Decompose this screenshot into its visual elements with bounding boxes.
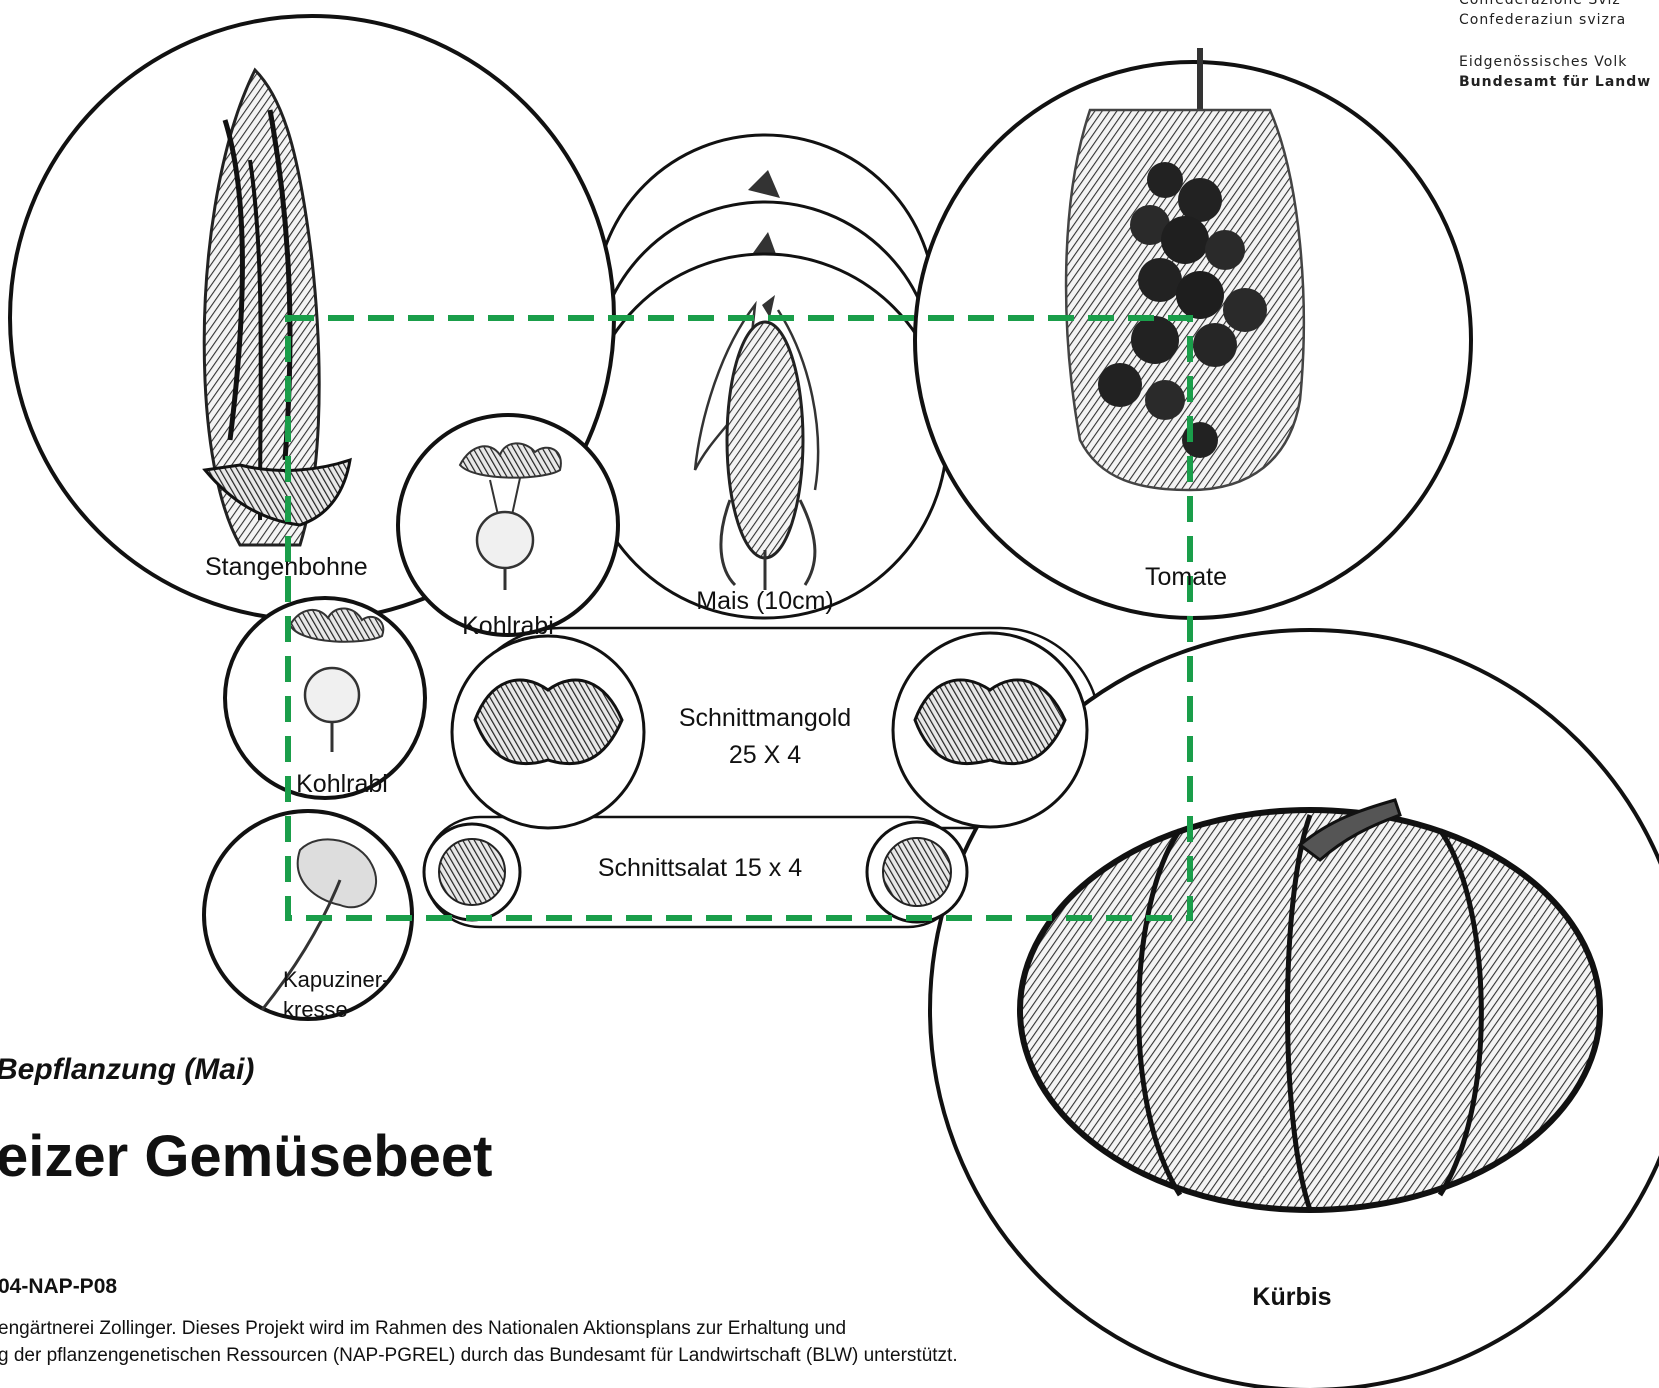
kohlrabi-left-group [225, 598, 425, 798]
schnittsalat-label: Schnittsalat 15 x 4 [598, 856, 802, 881]
kohlrabi-left-label: Kohlrabi [296, 772, 388, 797]
footer-line-1: engärtnerei Zollinger. Dieses Projekt wi… [0, 1318, 846, 1340]
schnittmangold-size: 25 X 4 [729, 743, 801, 768]
header-line-2: Eidgenössisches Volk [1459, 54, 1627, 70]
lettuce-icon [883, 838, 951, 906]
tomato-plant-icon [1066, 48, 1304, 490]
kuerbis-label: Kürbis [1252, 1285, 1331, 1310]
mais-group [583, 135, 947, 618]
stangenbohne-label: Stangenbohne [205, 555, 368, 580]
project-code: 04-NAP-P08 [0, 1275, 117, 1299]
kapuzinerkresse-label-2: kresse [283, 999, 348, 1021]
chard-icon [915, 680, 1065, 764]
lettuce-icon [439, 839, 505, 905]
kohlrabi-top-group [398, 415, 618, 635]
tomate-label: Tomate [1145, 565, 1227, 590]
page-title: eizer Gemüsebeet [0, 1123, 492, 1190]
footer-line-2: g der pflanzengenetischen Ressourcen (NA… [0, 1345, 958, 1367]
page-subtitle: Bepflanzung (Mai) [0, 1053, 254, 1087]
mais-label: Mais (10cm) [696, 589, 834, 614]
schnittmangold-left-group [452, 636, 644, 828]
schnittmangold-label: Schnittmangold [679, 706, 851, 731]
header-line-1: Confederaziun svizra [1459, 12, 1626, 28]
tomate-group [915, 30, 1471, 618]
header-line-top: Confederazione Sviz [1459, 0, 1621, 8]
schnittsalat-left-group [424, 824, 520, 920]
schnittmangold-right-group [893, 633, 1087, 827]
kohlrabi-top-label: Kohlrabi [462, 614, 554, 639]
header-line-3: Bundesamt für Landw [1459, 74, 1651, 90]
kapuzinerkresse-label-1: Kapuziner- [283, 969, 389, 991]
chard-icon [475, 680, 622, 764]
schnittsalat-right-group [867, 822, 967, 922]
